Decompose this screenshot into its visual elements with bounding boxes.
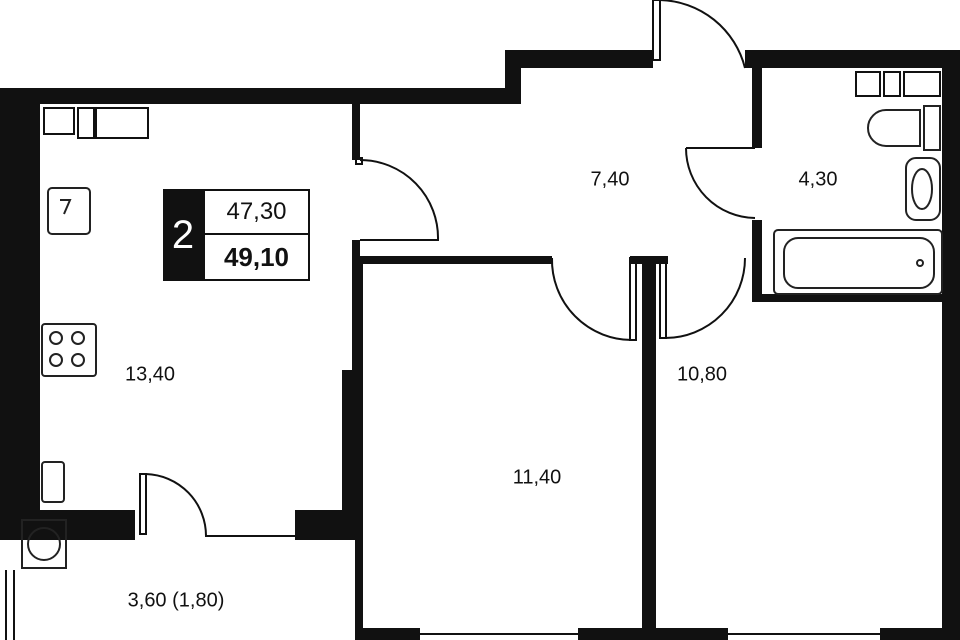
toilet [867, 109, 921, 147]
apartment-badge: 2 47,30 49,10 [163, 189, 310, 281]
window-kitchen-top-2 [77, 107, 95, 139]
room-label-kitchen: 13,40 [124, 363, 176, 386]
stove-burner-1 [49, 331, 63, 345]
window-kitchen-top-1 [43, 107, 75, 135]
wall-kitchen-hall-upper [352, 104, 360, 160]
wall-left-outer [0, 88, 40, 520]
bedroom-left-door-swing [550, 257, 634, 342]
kitchen-fridge [41, 461, 65, 503]
bedroom-right-door-swing [664, 257, 746, 339]
fixtures [21, 105, 943, 569]
room-count: 2 [163, 189, 203, 281]
room-label-bedroom-left: 11,40 [512, 466, 562, 489]
balcony-door-swing [145, 473, 295, 537]
bath-door-swing [685, 147, 756, 219]
stove-burner-4 [71, 353, 85, 367]
stove-burner-2 [71, 331, 85, 345]
total-area: 49,10 [203, 235, 310, 281]
wall-kitchen-bottom-left [0, 510, 135, 540]
kitchen-stove [41, 323, 97, 377]
wall-top-kitchen [0, 88, 520, 104]
kitchen-sink-tap [60, 199, 72, 215]
wall-bottom-2 [578, 628, 728, 640]
area-boxes: 47,30 49,10 [203, 189, 310, 281]
window-bath-top-1 [855, 71, 881, 97]
wall-hall-bottom-mid [630, 256, 668, 264]
doors [139, 0, 756, 537]
wall-hall-bottom-left [360, 256, 552, 264]
bedroom-right-door-leaf [659, 257, 667, 339]
bathtub [773, 229, 943, 295]
wall-bath-bottom [752, 294, 942, 302]
stove-burner-3 [49, 353, 63, 367]
window-bath-top-2 [883, 71, 901, 97]
washing-machine [21, 519, 67, 569]
wall-bottom-3 [880, 628, 960, 640]
walls [0, 50, 960, 640]
wall-top-hall [505, 50, 653, 68]
wall-kitchen-bottom-right [295, 510, 360, 540]
windows [5, 71, 941, 640]
window-kitchen-top-3 [95, 107, 149, 139]
wall-bedroom-divider [642, 264, 656, 640]
washing-machine-drum [27, 527, 61, 561]
bathtub-drain [916, 259, 924, 267]
kitchen-sink [47, 187, 91, 235]
window-bath-top-3 [903, 71, 941, 97]
entrance-door-swing [659, 0, 746, 69]
wall-right-outer [942, 50, 960, 640]
bathtub-inner [783, 237, 935, 289]
room-label-bedroom-right: 10,80 [676, 363, 728, 386]
washbasin-bowl [911, 168, 933, 210]
wall-bath-left-lower [752, 220, 762, 300]
toilet-tank [923, 105, 941, 151]
wall-top-right [745, 50, 960, 68]
balcony-door-leaf [139, 473, 147, 535]
wall-bedroom-left-side [355, 264, 363, 640]
room-label-hall: 7,40 [590, 168, 630, 191]
living-area: 47,30 [203, 189, 310, 235]
entrance-door-leaf [652, 0, 661, 61]
washbasin [905, 157, 941, 221]
bedroom-left-door-leaf [629, 257, 637, 341]
wall-bottom-1 [355, 628, 420, 640]
kitchen-door-swing [359, 159, 440, 241]
wall-bath-left-upper [752, 68, 762, 148]
room-label-bathroom: 4,30 [798, 168, 838, 191]
room-label-balcony: 3,60 (1,80) [127, 589, 225, 612]
